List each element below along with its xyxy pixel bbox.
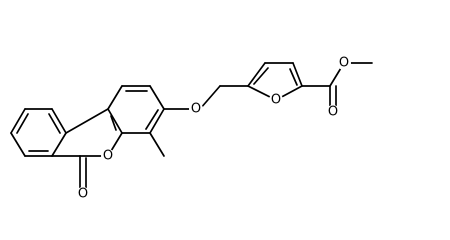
- furan-oxygen-atom: O: [269, 93, 283, 108]
- bond: [10, 132, 26, 157]
- atom-labels: O O O O O O: [76, 56, 351, 202]
- bond: [107, 108, 123, 134]
- bond: [51, 108, 67, 134]
- bond-inner: [48, 113, 61, 134]
- atom-label: O: [103, 149, 113, 164]
- bond: [149, 85, 165, 110]
- bonds: [10, 62, 373, 191]
- bond-inner: [253, 67, 269, 85]
- bond-inner: [145, 109, 159, 130]
- atom-label: O: [339, 56, 349, 71]
- atom-label: O: [191, 102, 201, 117]
- lactone-ring-oxygen-atom: O: [101, 149, 115, 164]
- bond: [107, 85, 123, 110]
- atom-label: O: [271, 93, 281, 108]
- bond: [51, 132, 67, 157]
- bond: [149, 108, 165, 134]
- bond: [10, 108, 26, 134]
- atom-label: O: [78, 187, 88, 202]
- bond: [199, 85, 221, 110]
- ether-oxygen-atom: O: [189, 102, 203, 117]
- bond-inner: [110, 115, 117, 131]
- bond-inner: [289, 68, 298, 86]
- bond: [292, 62, 303, 87]
- ester-methoxy-oxygen-atom: O: [337, 56, 351, 71]
- bond: [247, 62, 266, 87]
- bond: [149, 132, 165, 157]
- ester-carbonyl-oxygen-atom: O: [326, 105, 340, 120]
- bond-inner: [16, 113, 29, 134]
- lactone-carbonyl-oxygen-atom: O: [76, 187, 90, 202]
- atom-label: O: [328, 105, 338, 120]
- bond: [65, 108, 109, 134]
